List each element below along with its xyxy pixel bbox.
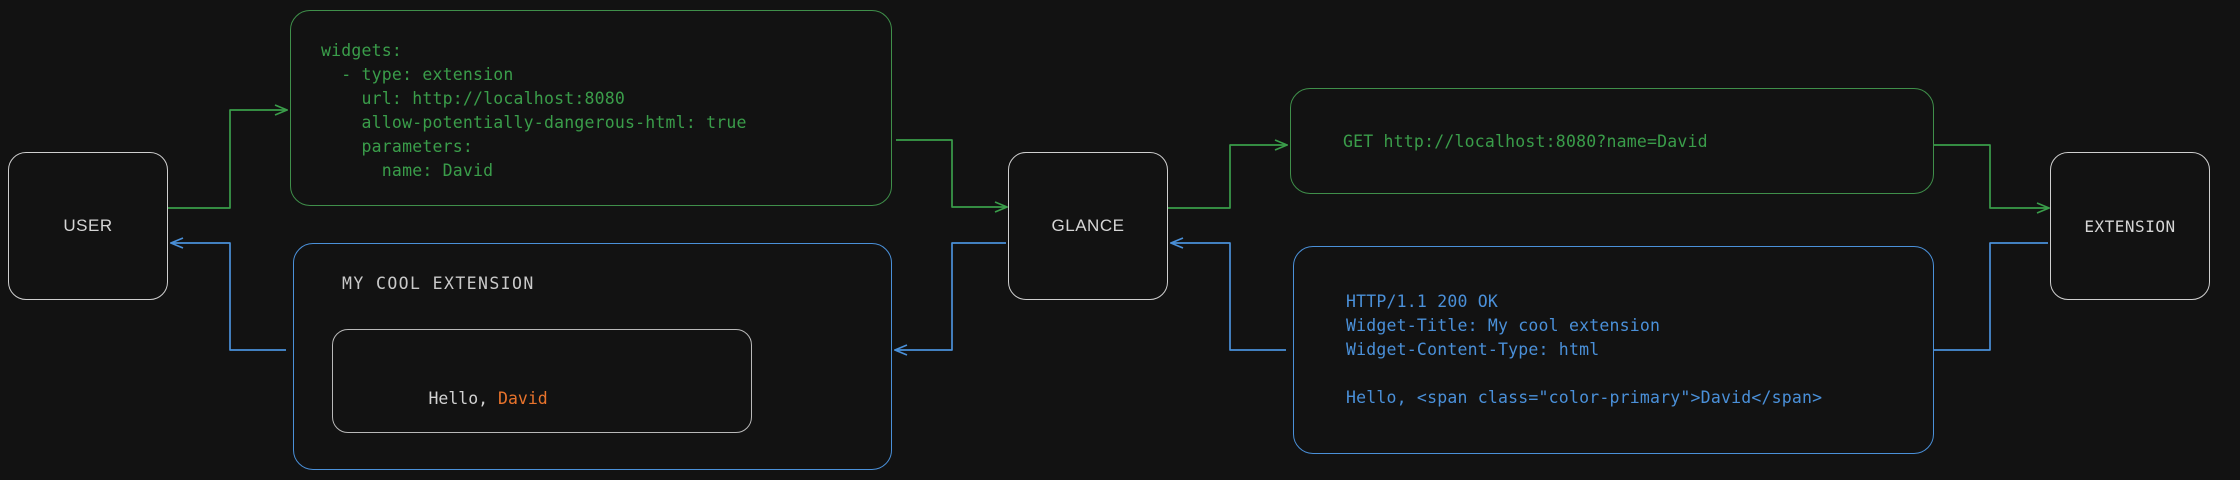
wire-config-to-glance — [896, 139, 1006, 207]
panel-config: widgets: - type: extension url: http://l… — [290, 10, 892, 206]
node-glance[interactable]: GLANCE — [1008, 152, 1168, 300]
wire-glance-to-widget — [896, 242, 1006, 350]
node-user[interactable]: USER — [8, 152, 168, 300]
node-extension-label: EXTENSION — [2084, 216, 2176, 236]
wire-request-to-extension — [1934, 144, 2048, 208]
panel-response: HTTP/1.1 200 OK Widget-Title: My cool ex… — [1293, 246, 1934, 454]
config-code: widgets: - type: extension url: http://l… — [321, 41, 747, 180]
widget-body: Hello, David — [332, 329, 752, 433]
response-code: HTTP/1.1 200 OK Widget-Title: My cool ex… — [1346, 292, 1823, 407]
node-glance-label: GLANCE — [1051, 216, 1125, 235]
widget-greeting-prefix: Hello, — [428, 389, 499, 408]
node-extension[interactable]: EXTENSION — [2050, 152, 2210, 300]
panel-request: GET http://localhost:8080?name=David — [1290, 88, 1934, 194]
request-code: GET http://localhost:8080?name=David — [1343, 132, 1708, 151]
widget-greeting: Hello, David — [349, 370, 548, 427]
widget-title: MY COOL EXTENSION — [342, 274, 535, 293]
panel-widget-preview: MY COOL EXTENSION Hello, David — [293, 243, 892, 470]
wire-response-to-glance — [1172, 243, 1286, 351]
widget-greeting-name: David — [498, 389, 548, 408]
wire-glance-to-request — [1168, 145, 1286, 209]
wire-widget-to-user — [172, 243, 286, 351]
wire-user-to-config — [168, 110, 286, 209]
node-user-label: USER — [63, 216, 113, 235]
wire-extension-to-response — [1934, 242, 2048, 351]
